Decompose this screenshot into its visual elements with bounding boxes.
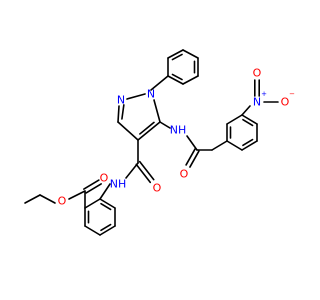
atom-n-pyrazole-phenyl: N	[147, 88, 155, 101]
amide-carbonyl-double-bond	[189, 150, 200, 168]
atom-o-nitro-right: O	[281, 96, 290, 109]
atom-n-pyrazole-top: N	[117, 94, 125, 107]
pyrazole-double-bond	[139, 121, 155, 135]
carbonyl-nitrophenyl-bond	[211, 140, 228, 151]
pyrazole-bond	[137, 121, 161, 141]
phenyl-ring-bond	[182, 75, 199, 85]
phenyl-ring-double-bond	[171, 53, 183, 61]
benzoate-ring-double-bond	[100, 223, 112, 232]
ester-carbonyl-double-bond	[85, 183, 102, 194]
nitrophenyl-ring-bond	[241, 114, 258, 125]
nitro-bond	[241, 105, 251, 116]
carboxamide-carbonyl-double-bond	[138, 160, 155, 181]
benzoate-ring-double-bond	[100, 202, 112, 211]
phenyl-ring-bond	[167, 75, 184, 85]
molecule-diagram: N N NH O N + O O − O NH O O	[24, 49, 295, 236]
benzoate-ring-bond	[84, 198, 101, 209]
atom-o-ester: O	[58, 195, 67, 208]
atom-labels: N N NH O N + O O − O NH O O	[58, 67, 295, 208]
charge-n-nitro: +	[261, 90, 267, 98]
charge-o-nitro-right: −	[289, 90, 295, 98]
ester-o-bond	[68, 190, 86, 200]
ethyl-ch2-ch3-bond	[24, 194, 41, 204]
nitrophenyl-ring-double-bond	[242, 138, 254, 147]
nitrophenyl-ring-bond	[226, 140, 243, 151]
nitrophenyl-ring-bond	[226, 114, 243, 125]
atom-o-nitro-top: O	[253, 67, 262, 80]
ester-carbonyl-double-bond	[83, 179, 100, 190]
nitrophenyl-ring-double-bond	[242, 118, 254, 127]
phenyl-ring-bond	[182, 49, 199, 59]
ethyl-o-ch2-bond	[39, 194, 56, 204]
carboxamide-nh-bond	[125, 162, 139, 179]
atom-n-nitro: N	[253, 96, 261, 109]
phenyl-ring-bond	[167, 49, 184, 59]
amide-carbonyl-double-bond	[185, 148, 196, 166]
pyrazole-n-n-bond	[126, 93, 146, 100]
atom-o-ester-carbonyl: O	[100, 172, 109, 185]
nh-carbonyl-bond	[186, 135, 198, 151]
phenyl-ring-double-bond	[171, 73, 183, 81]
pyrazole-bond	[117, 121, 139, 141]
pyrazole-double-bond	[121, 104, 125, 120]
atom-nh-carboxamide: NH	[110, 178, 127, 191]
nh-aryl-bond	[99, 183, 111, 200]
atom-o-amide-right: O	[180, 168, 189, 181]
benzoate-ring-bond	[99, 198, 116, 209]
n-phenyl-bond	[150, 75, 169, 91]
benzoate-ring-bond	[84, 225, 101, 236]
carboxamide-carbonyl-double-bond	[135, 163, 152, 184]
pyrazole-bond	[117, 105, 120, 123]
atom-nh-amide-right: NH	[170, 124, 187, 137]
c5-nh-bond	[159, 121, 171, 129]
nitrophenyl-ring-bond	[241, 140, 258, 151]
bonds	[24, 49, 279, 236]
benzoate-ring-bond	[99, 225, 116, 236]
atom-o-carboxamide: O	[153, 182, 162, 195]
pyrazole-bond	[153, 99, 161, 123]
